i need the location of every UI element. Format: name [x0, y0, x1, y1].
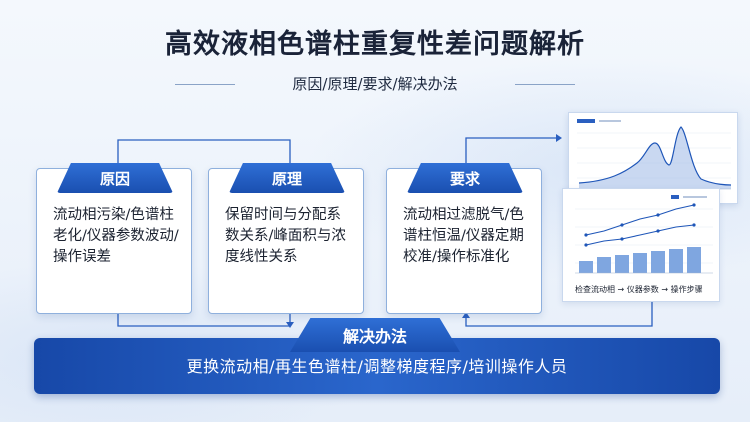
card-requirement-label: 要求 [407, 163, 523, 193]
connector-bottom-right [465, 302, 653, 327]
page-title: 高效液相色谱柱重复性差问题解析 [165, 29, 585, 60]
card-requirement: 要求 流动相过滤脱气/色谱柱恒温/仪器定期校准/操作标准化 [386, 163, 542, 314]
arrowhead-chart [556, 134, 562, 142]
solution-body: 更换流动相/再生色谱柱/调整梯度程序/培训操作人员 [186, 357, 568, 376]
bar-line-graphic [575, 195, 713, 274]
flow-arrow-1: → [617, 285, 625, 294]
card-cause-label: 原因 [57, 163, 173, 193]
flow-steps: 检查流动相 → 仪器参数 → 操作步骤 [575, 284, 725, 295]
connector-top-left [117, 139, 291, 168]
subtitle-banner: 原因/原理/要求/解决办法 [175, 72, 575, 96]
card-principle: 原理 保留时间与分配系数关系/峰面积与浓度线性关系 [208, 163, 364, 314]
card-requirement-body: 流动相过滤脱气/色谱柱恒温/仪器定期校准/操作标准化 [403, 207, 524, 265]
flow-step-2: 仪器参数 [626, 285, 659, 294]
card-cause: 原因 流动相污染/色谱柱老化/仪器参数波动/操作误差 [36, 163, 192, 314]
connector-top-right [465, 137, 560, 168]
solution-label: 解决办法 [290, 318, 460, 352]
flow-arrow-2: → [661, 285, 669, 294]
subtitle: 原因/原理/要求/解决办法 [292, 75, 458, 93]
flow-step-1: 检查流动相 [575, 285, 615, 294]
arrowhead-bottom-right [462, 312, 470, 318]
flow-step-3: 操作步骤 [670, 285, 703, 294]
connector-bottom-left [117, 314, 290, 327]
card-principle-body: 保留时间与分配系数关系/峰面积与浓度线性关系 [225, 207, 346, 265]
card-principle-label: 原理 [229, 163, 345, 193]
arrowhead-bottom-mid [286, 322, 294, 328]
card-cause-body: 流动相污染/色谱柱老化/仪器参数波动/操作误差 [53, 207, 179, 265]
bar-line-illustration [562, 188, 720, 302]
